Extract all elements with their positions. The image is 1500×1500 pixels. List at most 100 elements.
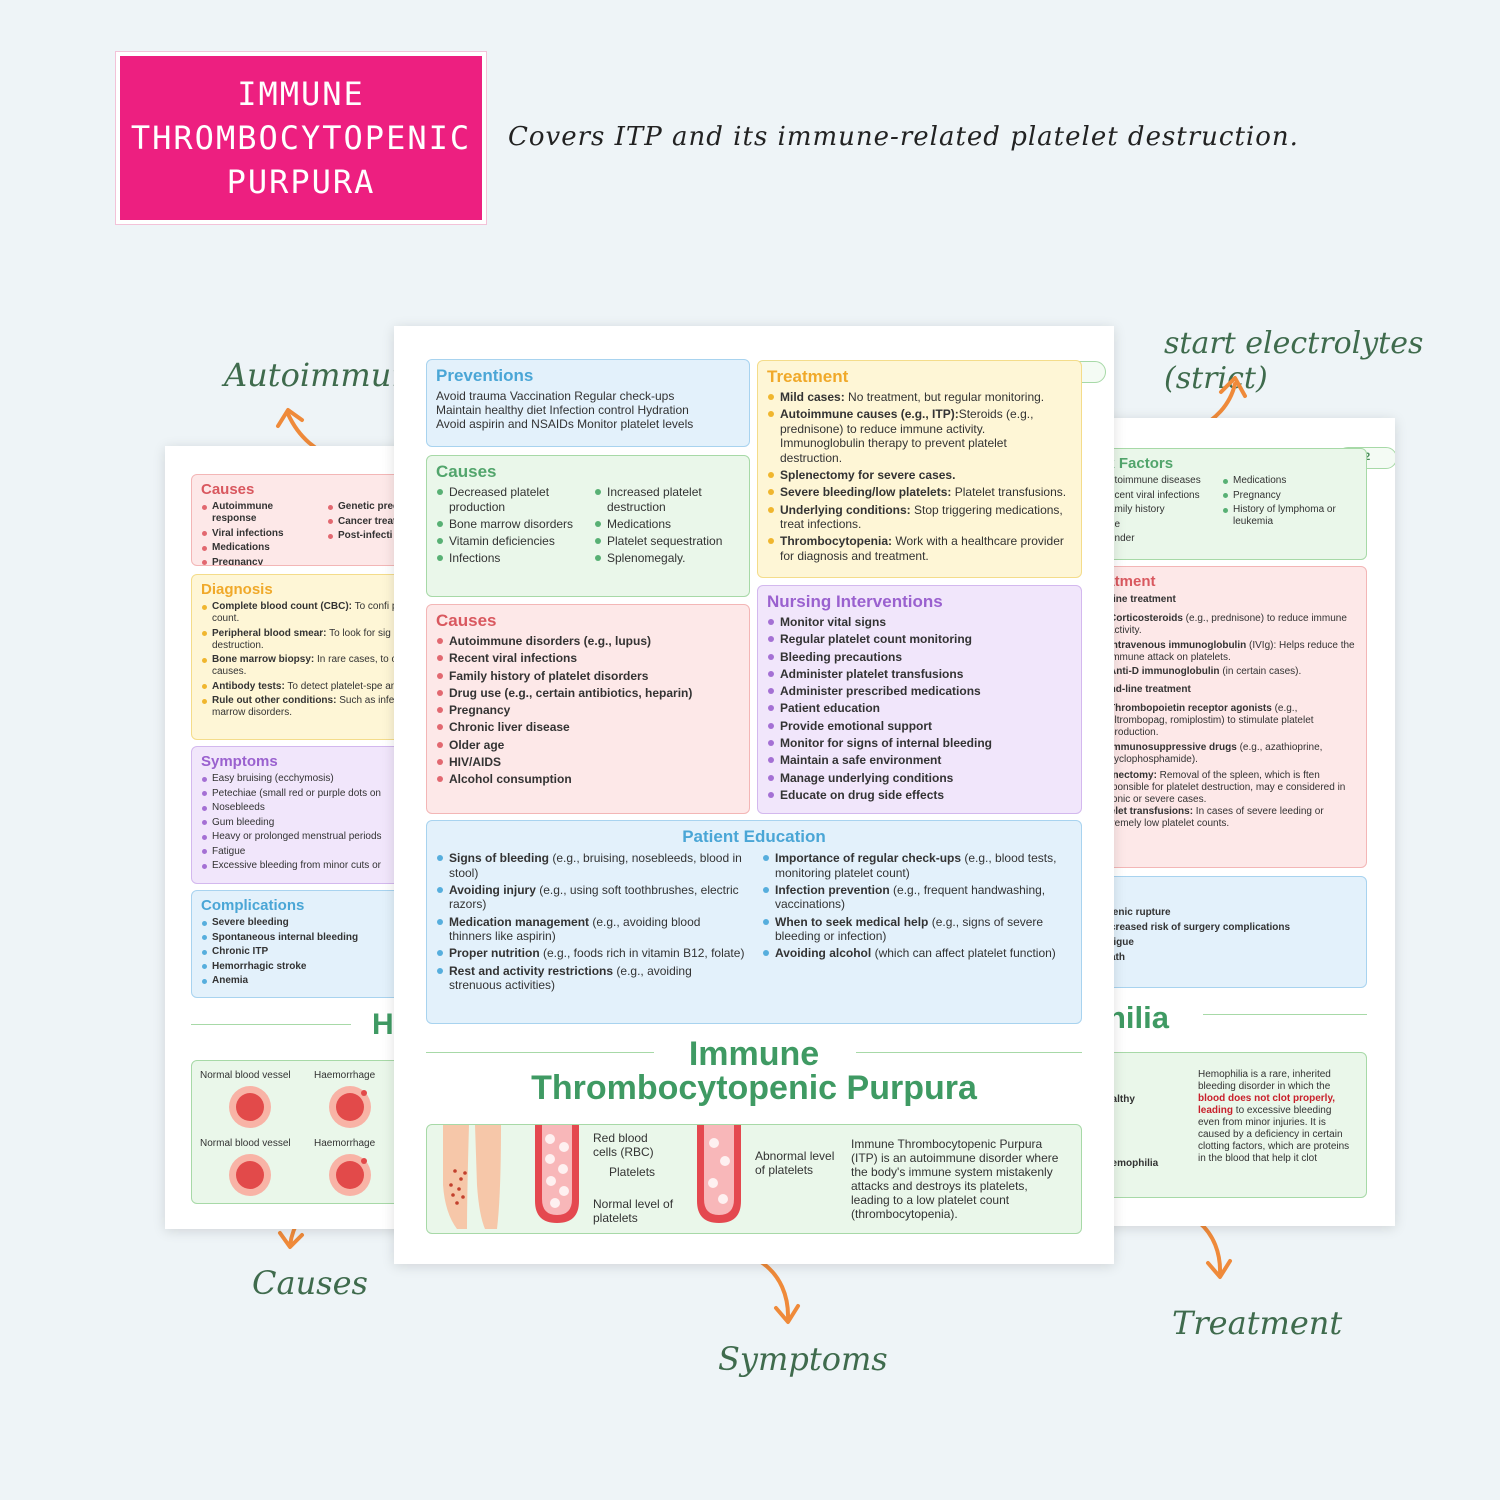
- banner-line-3: PURPURA: [226, 163, 376, 201]
- abnormal-platelets-label: Abnormal level of platelets: [755, 1149, 835, 1177]
- rbc-label: Red blood cells (RBC): [593, 1131, 654, 1159]
- causes-title-2: Causes: [436, 611, 497, 630]
- list-item: Petechiae (small red or purple dots on: [201, 788, 425, 800]
- list-item: Nosebleeds: [201, 802, 425, 814]
- list-item: Excessive bleeding from minor cuts or: [201, 860, 425, 872]
- list-item: utoimmune diseases: [1098, 475, 1216, 487]
- right-sheet: 12 sk Factors utoimmune diseases ecent v…: [1085, 418, 1395, 1226]
- list-item: History of lymphoma or leukemia: [1222, 504, 1357, 528]
- list-item: Heavy or prolonged menstrual periods: [201, 831, 425, 843]
- complication-item: creased risk of surgery complications: [1110, 922, 1291, 933]
- list-item: Viral infections: [201, 528, 319, 540]
- list-item: Family history of platelet disorders: [436, 669, 740, 684]
- list-item: Platelet sequestration: [594, 534, 740, 549]
- list-item: Medications: [1222, 475, 1357, 487]
- hemophilia-description: Hemophilia is a rare, inherited bleeding…: [1198, 1069, 1350, 1164]
- list-item: Pregnancy: [436, 703, 740, 718]
- haemorrhage-vessel-icon: [329, 1154, 371, 1196]
- list-item: Hemorrhagic stroke: [201, 961, 425, 973]
- center-sheet: 11 Preventions Avoid trauma Vaccination …: [394, 326, 1114, 1264]
- list-item: Increased platelet destruction: [594, 485, 740, 514]
- legs-petechiae-icon: [443, 1125, 501, 1229]
- list-item: Infections: [436, 551, 582, 566]
- nursing-title: Nursing Interventions: [767, 592, 943, 611]
- big-title-line-1: Immune: [688, 1035, 820, 1073]
- list-item: Spontaneous internal bleeding: [201, 932, 425, 944]
- left-causes-title: Causes: [201, 481, 255, 498]
- list-item: ender: [1098, 533, 1216, 545]
- normal-vessel-icon: [229, 1154, 271, 1196]
- vessel-label: Normal blood vessel: [200, 1070, 291, 1081]
- left-divider: [191, 1024, 351, 1025]
- list-item: Autoimmune response: [201, 501, 319, 525]
- list-item: amily history: [1098, 504, 1216, 516]
- banner-line-2: THROMBOCYTOPENIC: [130, 119, 472, 157]
- list-item: Pregnancy: [201, 557, 319, 565]
- list-item: Autoimmune disorders (e.g., lupus): [436, 634, 740, 649]
- list-item: HIV/AIDS: [436, 755, 740, 770]
- left-diagnosis-title: Diagnosis: [201, 581, 273, 598]
- list-item: Avoiding alcohol (which can affect plate…: [762, 946, 1072, 961]
- right-treatment-title: eatment: [1098, 573, 1156, 590]
- title-banner: IMMUNE THROMBOCYTOPENIC PURPURA: [116, 52, 486, 224]
- list-item: Bone marrow biopsy: In rare cases, to ot…: [201, 654, 425, 678]
- nursing-box: Nursing Interventions Monitor vital sign…: [757, 585, 1082, 814]
- annotation-causes: Causes: [252, 1264, 368, 1302]
- list-item: Proper nutrition (e.g., foods rich in vi…: [436, 946, 746, 961]
- right-risk-box: sk Factors utoimmune diseases ecent vira…: [1085, 448, 1367, 560]
- left-complications-title: Complications: [201, 897, 305, 914]
- list-item: Chronic liver disease: [436, 720, 740, 735]
- right-risk-title: sk Factors: [1098, 455, 1174, 472]
- causes-title-1: Causes: [436, 462, 497, 481]
- list-item: Thrombopoietin receptor agonists (e.g., …: [1098, 703, 1357, 739]
- big-title-line-2: Thrombocytopenic Purpura: [531, 1069, 977, 1107]
- list-item: Easy bruising (ecchymosis): [201, 773, 425, 785]
- list-item: Manage underlying conditions: [767, 771, 1072, 786]
- left-symptoms-title: Symptoms: [201, 753, 278, 770]
- prevention-line: Avoid aspirin and NSAIDs Monitor platele…: [436, 417, 694, 431]
- vessel-label: Normal blood vessel: [200, 1138, 291, 1149]
- right-heading-fragment: hilia: [1107, 1000, 1170, 1035]
- list-item: Post-infecti: [327, 530, 425, 542]
- list-item: Bone marrow disorders: [436, 517, 582, 532]
- list-item: Gum bleeding: [201, 817, 425, 829]
- list-item: Provide emotional support: [767, 719, 1072, 734]
- list-item: Avoiding injury (e.g., using soft toothb…: [436, 883, 746, 912]
- right-divider: [1203, 1014, 1367, 1015]
- list-item: Regular platelet count monitoring: [767, 632, 1072, 647]
- annotation-treatment: Treatment: [1172, 1304, 1343, 1342]
- list-item: ge: [1098, 519, 1216, 531]
- list-item: Severe bleeding: [201, 917, 425, 929]
- list-item: Signs of bleeding (e.g., bruising, noseb…: [436, 851, 746, 880]
- list-item: Administer platelet transfusions: [767, 667, 1072, 682]
- prevention-line: Maintain healthy diet Infection control …: [436, 403, 689, 417]
- list-item: Infection prevention (e.g., frequent han…: [762, 883, 1072, 912]
- list-item: Rule out other conditions: Such as infe …: [201, 695, 425, 719]
- list-item: Medication management (e.g., avoiding bl…: [436, 915, 746, 944]
- vessel-label: Haemorrhage: [314, 1138, 376, 1149]
- tagline: Covers ITP and its immune-related platel…: [508, 122, 1299, 152]
- list-item: Thrombocytopenia: Work with a healthcare…: [767, 534, 1072, 563]
- list-item: Intravenous immunoglobulin (IVIg): Helps…: [1098, 640, 1357, 664]
- list-item: Autoimmune causes (e.g., ITP):Steroids (…: [767, 407, 1072, 465]
- list-item: ecent viral infections: [1098, 490, 1216, 502]
- list-item: Anemia: [201, 975, 425, 987]
- vessel-label: Haemorrhage: [314, 1070, 376, 1081]
- left-sheet: Causes Autoimmune response Viral infecti…: [165, 446, 425, 1229]
- title-rule-right: [856, 1052, 1082, 1053]
- list-item: Vitamin deficiencies: [436, 534, 582, 549]
- treatment-box: Treatment Mild cases: No treatment, but …: [757, 360, 1082, 578]
- list-item: Cancer treat: [327, 516, 425, 528]
- list-item: Medications: [201, 542, 319, 554]
- preventions-box: Preventions Avoid trauma Vaccination Reg…: [426, 359, 750, 447]
- itp-diagram-box: Red blood cells (RBC) Platelets Normal l…: [426, 1124, 1082, 1234]
- list-item: Mild cases: No treatment, but regular mo…: [767, 390, 1072, 405]
- preventions-title: Preventions: [436, 366, 534, 385]
- list-item: Recent viral infections: [436, 651, 740, 666]
- itp-description: Immune Thrombocytopenic Purpura (ITP) is…: [851, 1137, 1059, 1221]
- complication-item: ath: [1110, 952, 1125, 963]
- patient-education-title: Patient Education: [682, 827, 826, 846]
- list-item: Importance of regular check-ups (e.g., b…: [762, 851, 1072, 880]
- list-item: Chronic ITP: [201, 946, 425, 958]
- causes-box-1: Causes Decreased platelet production Bon…: [426, 455, 750, 597]
